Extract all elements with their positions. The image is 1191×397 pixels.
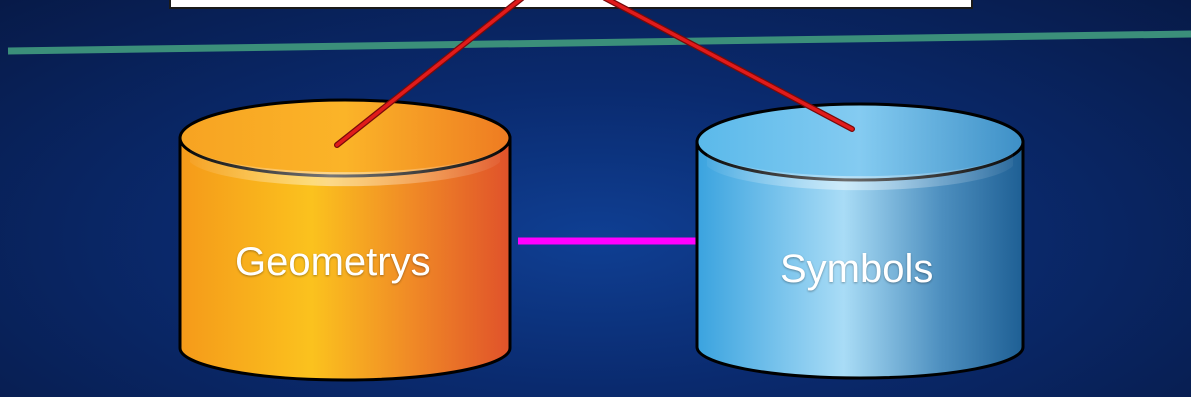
geometry-label: Geometrys bbox=[235, 240, 431, 284]
symbols-cylinder bbox=[695, 102, 1025, 380]
pointer-lines bbox=[334, 0, 855, 148]
top-box bbox=[169, 0, 973, 9]
symbols-label: Symbols bbox=[780, 247, 934, 291]
divider-line bbox=[7, 30, 1191, 55]
